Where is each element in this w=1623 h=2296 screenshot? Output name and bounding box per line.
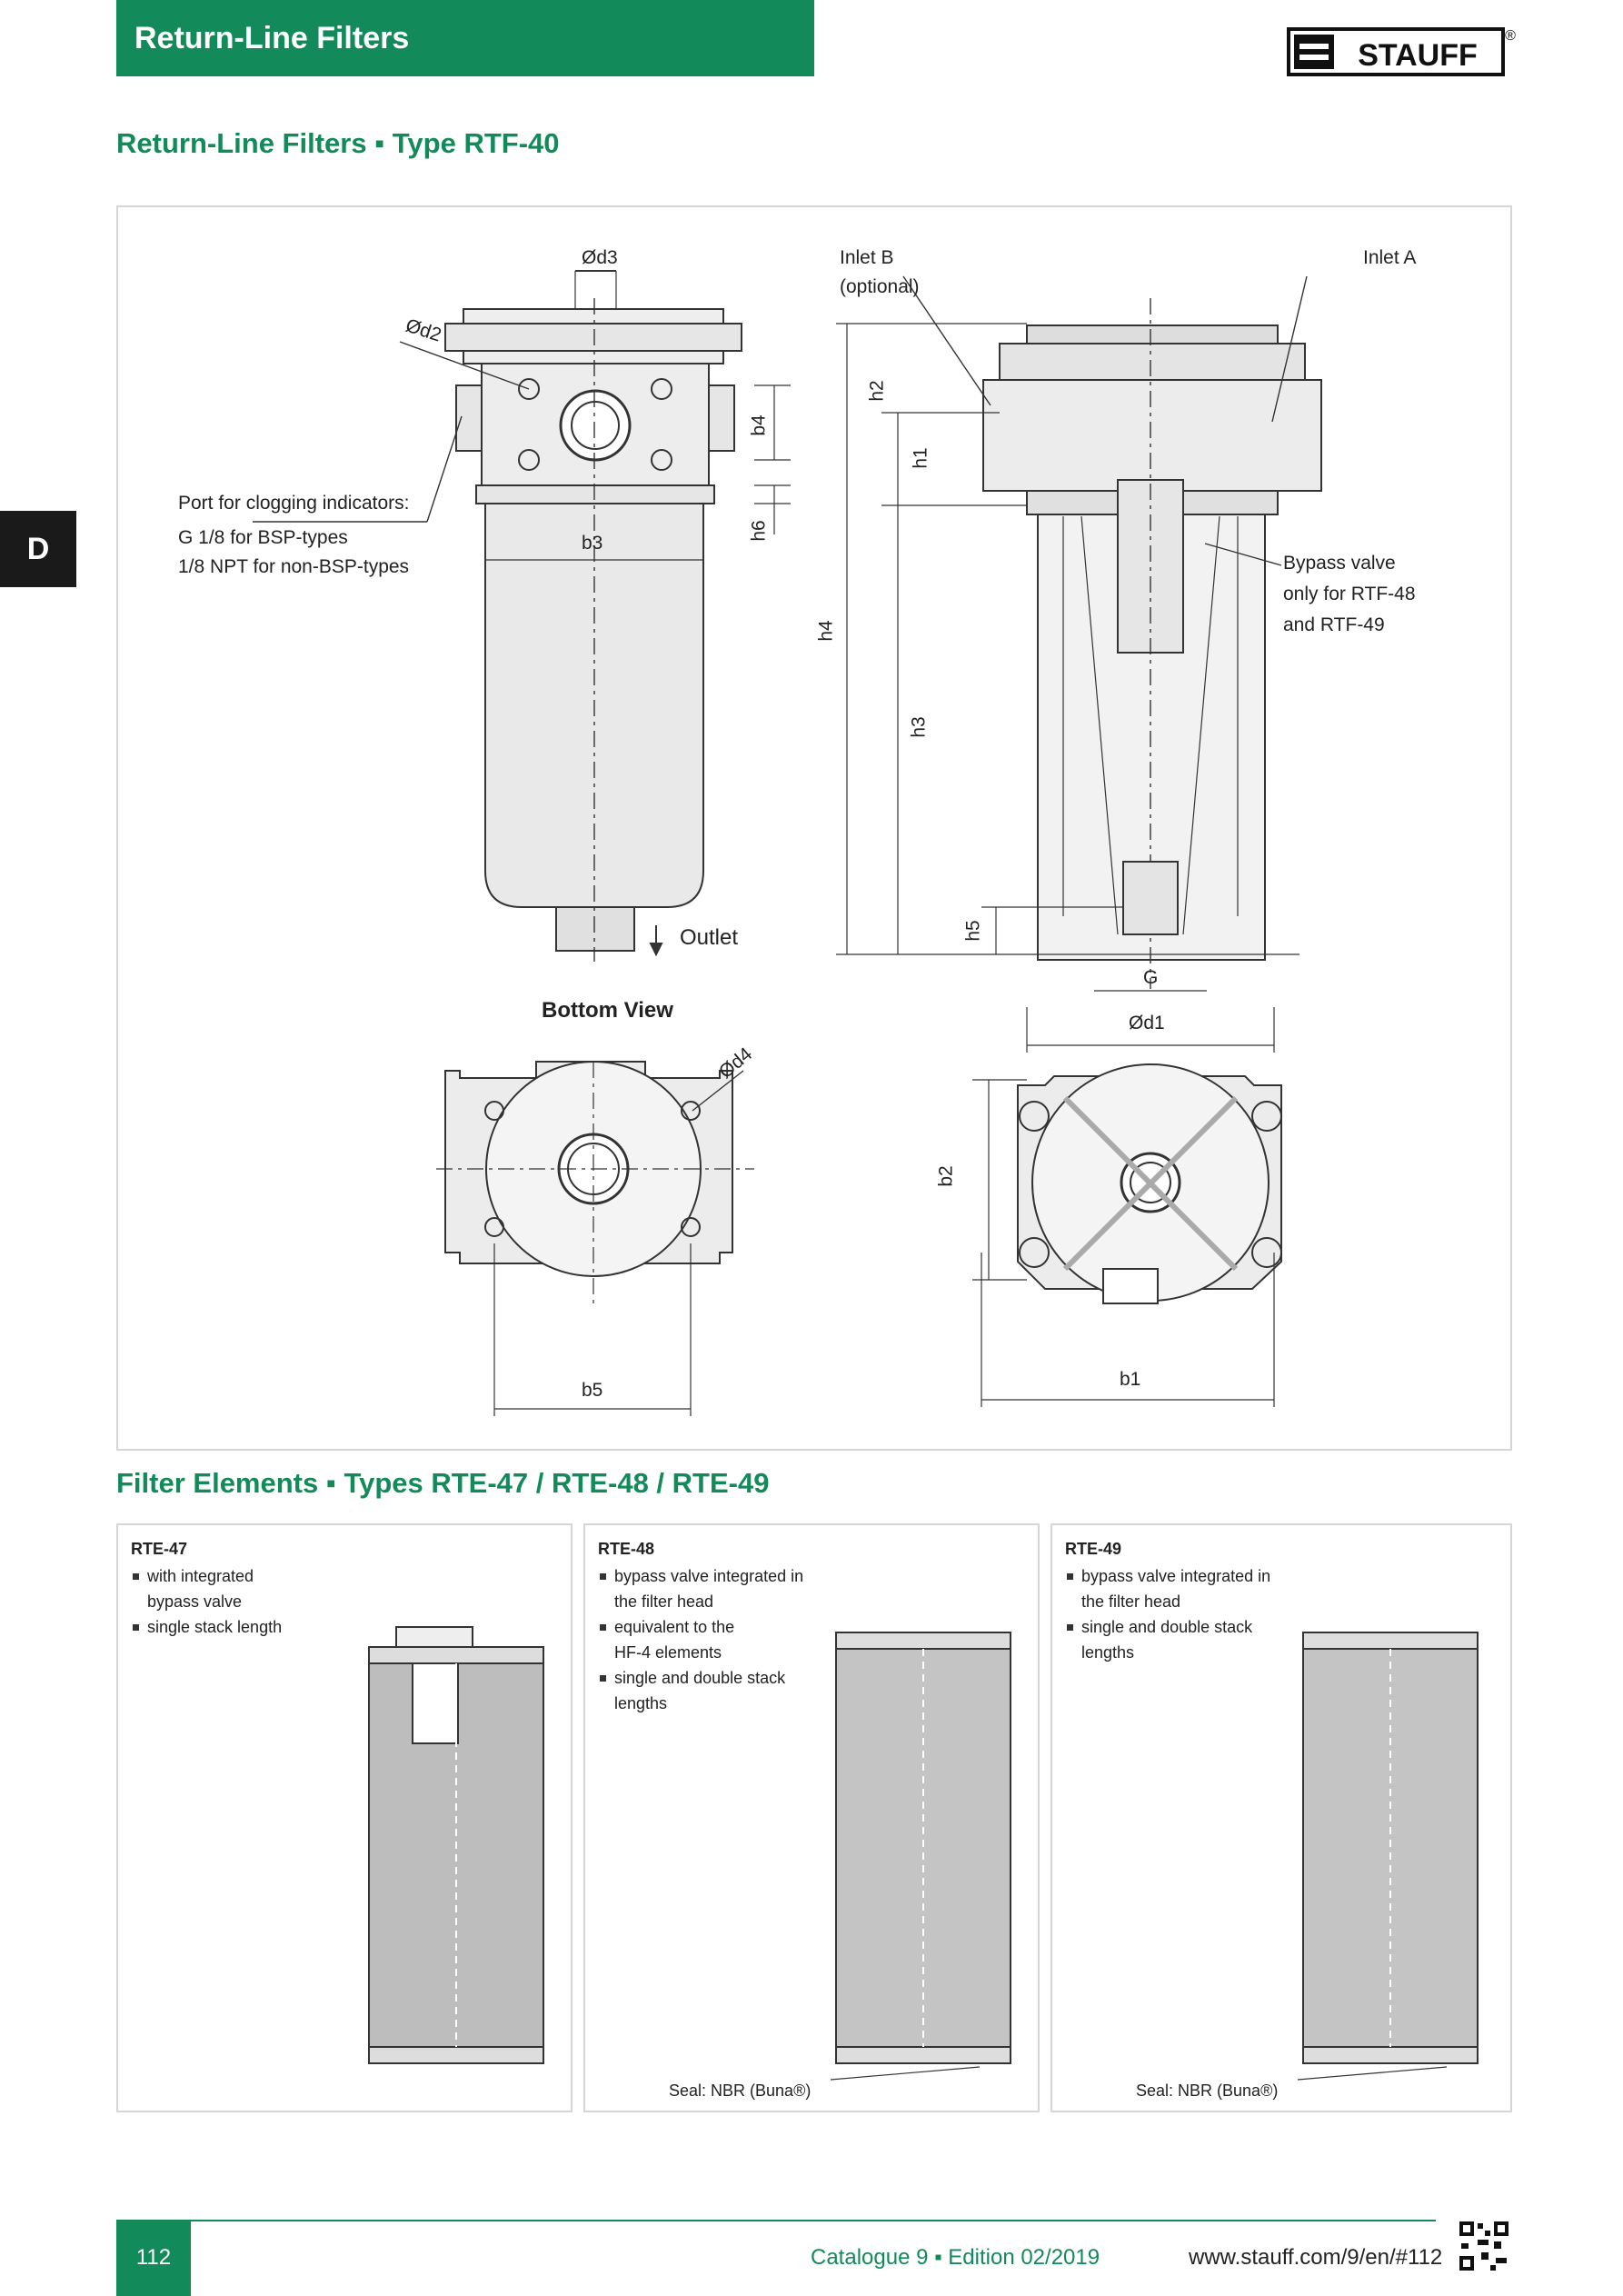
bypass-line1: Bypass valve — [1283, 553, 1396, 574]
port-line1: G 1/8 for BSP-types — [178, 527, 348, 548]
header-title: Return-Line Filters — [116, 0, 814, 76]
dim-b4: b4 — [748, 414, 770, 436]
svg-text:®: ® — [1505, 28, 1516, 44]
bullet: equivalent to the HF-4 elements — [598, 1614, 751, 1665]
section-tab[interactable]: D — [0, 511, 76, 587]
bypass-line3: and RTF-49 — [1283, 614, 1385, 635]
element-card-rte47: RTE-47 with integrated bypass valve sing… — [116, 1523, 573, 2112]
dim-b1: b1 — [1120, 1369, 1141, 1390]
bullet: with integrated bypass valve — [131, 1563, 284, 1614]
bullet: bypass valve integrated in the filter he… — [1065, 1563, 1272, 1614]
element-name: RTE-47 — [131, 1540, 188, 1558]
dim-d1: Ød1 — [1129, 1013, 1165, 1033]
port-line2: 1/8 NPT for non-BSP-types — [178, 556, 410, 577]
dim-h1: h1 — [910, 447, 931, 469]
technical-drawing: Ød3 Ød2 b4 b3 h6 Port for clogging indic… — [116, 205, 1512, 1451]
dim-h5: h5 — [962, 920, 984, 942]
dim-d3: Ød3 — [582, 247, 618, 268]
bypass-line2: only for RTF-48 — [1283, 584, 1416, 604]
page-number: 112 — [116, 2220, 191, 2296]
dim-h6: h6 — [748, 520, 770, 542]
element-bullets: bypass valve integrated in the filter he… — [1065, 1563, 1272, 1665]
dim-b5: b5 — [582, 1380, 603, 1401]
dim-b2: b2 — [935, 1165, 957, 1187]
drawing-svg — [253, 270, 1322, 1416]
stauff-logo: STAUFF ® — [1287, 27, 1516, 76]
dim-b3: b3 — [582, 533, 603, 554]
bullet: bypass valve integrated in the filter he… — [598, 1563, 805, 1614]
element-name: RTE-49 — [1065, 1540, 1122, 1558]
section-title-rtf40: Return-Line Filters ▪ Type RTF-40 — [116, 127, 560, 159]
bullet: single stack length — [131, 1614, 284, 1640]
seal-label: Seal: NBR (Buna®) — [1136, 2081, 1279, 2100]
bullet: single and double stack lengths — [598, 1665, 805, 1716]
dim-h4: h4 — [815, 620, 837, 642]
seal-label: Seal: NBR (Buna®) — [669, 2081, 812, 2100]
dim-g: G — [1143, 967, 1159, 988]
dim-h3: h3 — [908, 716, 930, 738]
rte48-element-drawing — [830, 1632, 1011, 2081]
bottom-view-label: Bottom View — [542, 998, 673, 1023]
footer-url-link[interactable]: www.stauff.com/9/en/#112 — [1189, 2245, 1443, 2270]
inlet-a-label: Inlet A — [1363, 247, 1417, 268]
dim-h2: h2 — [866, 380, 888, 402]
element-card-rte49: RTE-49 bypass valve integrated in the fi… — [1050, 1523, 1512, 2112]
element-bullets: bypass valve integrated in the filter he… — [598, 1563, 805, 1716]
footer-catalogue: Catalogue 9 ▪ Edition 02/2019 — [811, 2245, 1100, 2270]
element-card-rte48: RTE-48 bypass valve integrated in the fi… — [583, 1523, 1040, 2112]
svg-text:STAUFF: STAUFF — [1358, 38, 1478, 73]
element-name: RTE-48 — [598, 1540, 655, 1558]
port-title: Port for clogging indicators: — [178, 493, 410, 514]
rte47-element-drawing — [368, 1626, 544, 2064]
bullet: single and double stack lengths — [1065, 1614, 1272, 1665]
rte49-element-drawing — [1297, 1632, 1479, 2081]
outlet-label: Outlet — [680, 925, 739, 950]
inlet-b-optional: (optional) — [840, 276, 920, 297]
section-title-elements: Filter Elements ▪ Types RTE-47 / RTE-48 … — [116, 1467, 770, 1499]
element-bullets: with integrated bypass valve single stac… — [131, 1563, 284, 1640]
footer-divider — [191, 2220, 1436, 2221]
qr-code-icon — [1458, 2220, 1510, 2272]
inlet-b-label: Inlet B — [840, 247, 894, 268]
